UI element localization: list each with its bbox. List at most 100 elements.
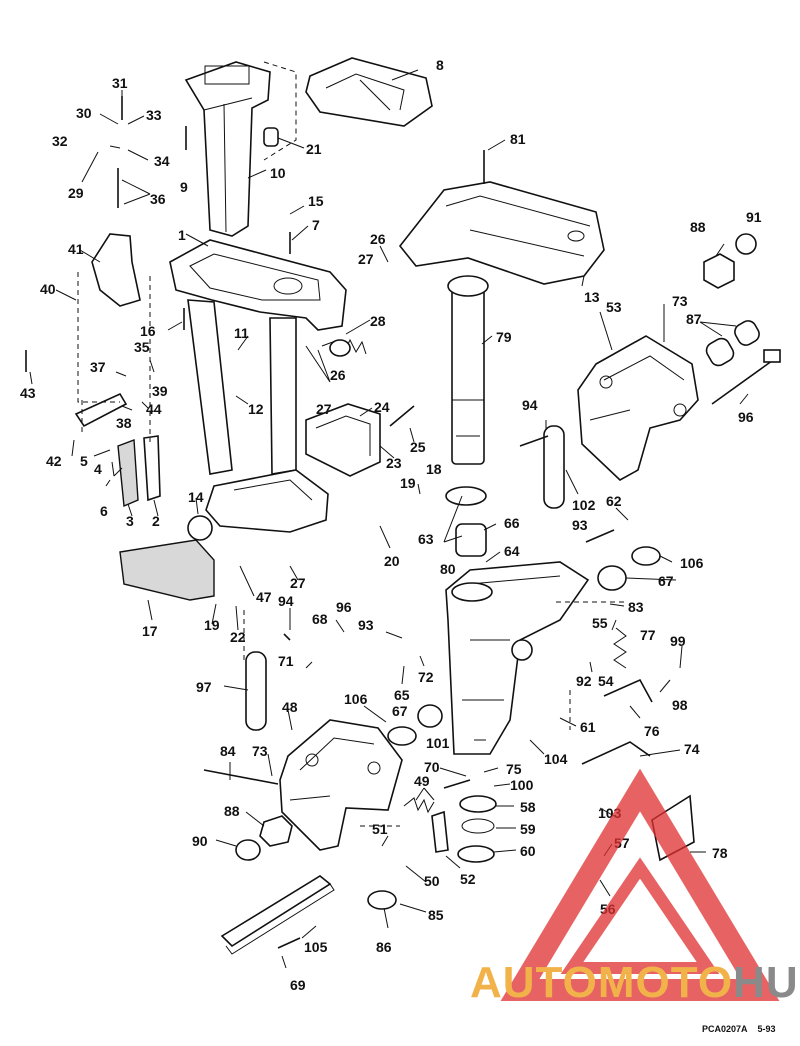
watermark-brand: AUTOMOTOHUB bbox=[470, 958, 800, 1008]
callout-68: 68 bbox=[312, 611, 328, 627]
callout-90: 90 bbox=[192, 833, 208, 849]
callout-39: 39 bbox=[152, 383, 168, 399]
callout-55: 55 bbox=[592, 615, 608, 631]
callout-21: 21 bbox=[306, 141, 322, 157]
callout-59: 59 bbox=[520, 821, 536, 837]
callout-101: 101 bbox=[426, 735, 450, 751]
callout-1: 1 bbox=[178, 227, 186, 243]
callout-44: 44 bbox=[146, 401, 162, 417]
callout-8: 8 bbox=[436, 57, 444, 73]
callout-37: 37 bbox=[90, 359, 106, 375]
callout-75: 75 bbox=[506, 761, 522, 777]
callout-30: 30 bbox=[76, 105, 92, 121]
callout-76: 76 bbox=[644, 723, 660, 739]
callout-85: 85 bbox=[428, 907, 444, 923]
callout-43: 43 bbox=[20, 385, 36, 401]
callout-53: 53 bbox=[606, 299, 622, 315]
callout-49: 49 bbox=[414, 773, 430, 789]
callout-92: 92 bbox=[576, 673, 592, 689]
callout-84: 84 bbox=[220, 743, 236, 759]
callout-27a: 27 bbox=[358, 251, 374, 267]
callout-51: 51 bbox=[372, 821, 388, 837]
callout-27c: 27 bbox=[290, 575, 306, 591]
callout-105: 105 bbox=[304, 939, 328, 955]
callout-78: 78 bbox=[712, 845, 728, 861]
callout-24: 24 bbox=[374, 399, 390, 415]
callout-88b: 88 bbox=[224, 803, 240, 819]
callout-86: 86 bbox=[376, 939, 392, 955]
callout-27b: 27 bbox=[316, 401, 332, 417]
callout-34: 34 bbox=[154, 153, 170, 169]
callout-72: 72 bbox=[418, 669, 434, 685]
callout-6: 6 bbox=[100, 503, 108, 519]
callout-106a: 106 bbox=[680, 555, 704, 571]
callout-12: 12 bbox=[248, 401, 264, 417]
callout-73a: 73 bbox=[672, 293, 688, 309]
leader-lines bbox=[29, 69, 749, 969]
callout-83: 83 bbox=[628, 599, 644, 615]
callout-67b: 67 bbox=[392, 703, 408, 719]
callout-73b: 73 bbox=[252, 743, 268, 759]
callout-96b: 96 bbox=[336, 599, 352, 615]
callout-93b: 93 bbox=[358, 617, 374, 633]
callout-88a: 88 bbox=[690, 219, 706, 235]
callout-20: 20 bbox=[384, 553, 400, 569]
callout-61: 61 bbox=[580, 719, 596, 735]
callout-98: 98 bbox=[672, 697, 688, 713]
callout-106b: 106 bbox=[344, 691, 368, 707]
callout-25: 25 bbox=[410, 439, 426, 455]
callout-23: 23 bbox=[386, 455, 402, 471]
watermark-logo-icon bbox=[500, 768, 780, 1001]
callout-26b: 26 bbox=[330, 367, 346, 383]
callout-80: 80 bbox=[440, 561, 456, 577]
callout-labels: 1 2 3 4 5 6 7 8 9 10 11 12 13 14 15 16 1… bbox=[20, 57, 762, 993]
callout-58: 58 bbox=[520, 799, 536, 815]
callout-9: 9 bbox=[180, 179, 188, 195]
callout-96a: 96 bbox=[738, 409, 754, 425]
callout-93a: 93 bbox=[572, 517, 588, 533]
callout-19b: 19 bbox=[204, 617, 220, 633]
callout-77: 77 bbox=[640, 627, 656, 643]
part-drawings bbox=[25, 57, 781, 955]
callout-87: 87 bbox=[686, 311, 702, 327]
callout-18: 18 bbox=[426, 461, 442, 477]
callout-17: 17 bbox=[142, 623, 158, 639]
callout-28: 28 bbox=[370, 313, 386, 329]
figure-code: PCA0207A bbox=[702, 1024, 748, 1034]
callout-26a: 26 bbox=[370, 231, 386, 247]
callout-102: 102 bbox=[572, 497, 596, 513]
callout-22: 22 bbox=[230, 629, 246, 645]
callout-14: 14 bbox=[188, 489, 204, 505]
callout-97: 97 bbox=[196, 679, 212, 695]
callout-62: 62 bbox=[606, 493, 622, 509]
callout-54: 54 bbox=[598, 673, 614, 689]
watermark-text-secondary: HUB bbox=[733, 958, 800, 1007]
watermark-text-primary: AUTOMOTO bbox=[470, 958, 734, 1007]
callout-29: 29 bbox=[68, 185, 84, 201]
callout-91: 91 bbox=[746, 209, 762, 225]
callout-42: 42 bbox=[46, 453, 62, 469]
callout-19a: 19 bbox=[400, 475, 416, 491]
callout-71: 71 bbox=[278, 653, 294, 669]
callout-67a: 67 bbox=[658, 573, 674, 589]
callout-36: 36 bbox=[150, 191, 166, 207]
callout-64: 64 bbox=[504, 543, 520, 559]
callout-63: 63 bbox=[418, 531, 434, 547]
callout-47: 47 bbox=[256, 589, 272, 605]
callout-74: 74 bbox=[684, 741, 700, 757]
callout-2: 2 bbox=[152, 513, 160, 529]
callout-4: 4 bbox=[94, 461, 102, 477]
callout-40: 40 bbox=[40, 281, 56, 297]
callout-70: 70 bbox=[424, 759, 440, 775]
callout-100: 100 bbox=[510, 777, 534, 793]
callout-5: 5 bbox=[80, 453, 88, 469]
callout-79: 79 bbox=[496, 329, 512, 345]
callout-104: 104 bbox=[544, 751, 568, 767]
callout-69: 69 bbox=[290, 977, 306, 993]
callout-66: 66 bbox=[504, 515, 520, 531]
callout-11: 11 bbox=[234, 325, 249, 341]
callout-33: 33 bbox=[146, 107, 162, 123]
callout-3: 3 bbox=[126, 513, 134, 529]
callout-15: 15 bbox=[308, 193, 324, 209]
